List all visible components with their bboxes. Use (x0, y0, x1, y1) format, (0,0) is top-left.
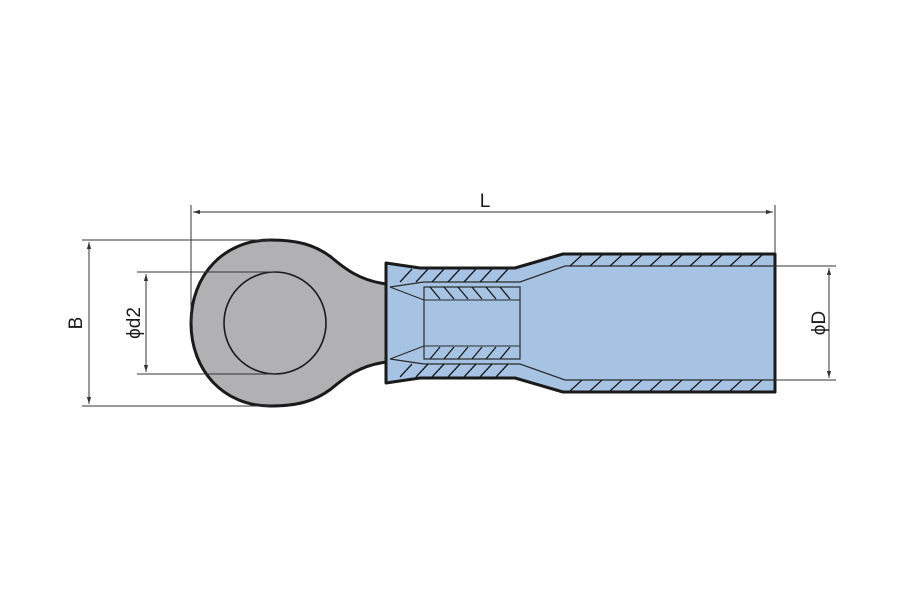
hatch-mark (429, 346, 441, 360)
hatch-mark (471, 346, 483, 360)
hatch-mark (399, 268, 413, 283)
hatch-mark (709, 379, 723, 392)
hatch-mark (415, 268, 429, 283)
sleeve-body (384, 252, 777, 394)
hatch-mark (457, 346, 469, 360)
dimension-hole-diameter: ϕd2 (124, 271, 275, 375)
hatch-mark (471, 286, 483, 300)
hatch-mark (729, 379, 743, 392)
hatch-mark (485, 346, 497, 360)
length-label: L (480, 191, 491, 212)
hatch-mark (649, 379, 663, 392)
hatch-mark (669, 379, 683, 392)
hatch-mark (589, 379, 603, 392)
hatch-mark (415, 363, 429, 378)
dimension-sleeve-diameter: ϕD (775, 265, 836, 381)
hatch-mark (649, 254, 663, 267)
hatch-mark (447, 363, 461, 378)
hatch-mark (431, 268, 445, 283)
hatch-mark (485, 286, 497, 300)
hatch-mark (569, 379, 583, 392)
stud-hole (223, 271, 327, 375)
hatch-mark (499, 346, 511, 360)
hatch-mark (709, 254, 723, 267)
hatch-mark (429, 286, 441, 300)
hatch-mark (499, 286, 511, 300)
hatch-mark (447, 268, 461, 283)
hatch-mark (689, 379, 703, 392)
hatch-mark (589, 254, 603, 267)
hatch-mark (629, 379, 643, 392)
ring-tongue (189, 238, 389, 408)
insulation-sleeve (384, 252, 777, 394)
hatch-mark (689, 254, 703, 267)
hatch-mark (443, 286, 455, 300)
hatch-mark (399, 363, 413, 378)
hatch-mark (749, 379, 763, 392)
hatch-mark (569, 254, 583, 267)
hatching (399, 254, 763, 392)
flare-lines (389, 286, 425, 360)
hatch-mark (609, 254, 623, 267)
hatch-mark (431, 363, 445, 378)
hatch-mark (457, 286, 469, 300)
hatch-mark (463, 363, 477, 378)
hatch-mark (479, 363, 493, 378)
crimp-inner-lines (424, 299, 520, 347)
barrel-outline (389, 265, 775, 381)
hatch-mark (495, 363, 509, 378)
hatch-mark (729, 254, 743, 267)
hole-diameter-label: ϕd2 (124, 307, 145, 339)
hatch-mark (463, 268, 477, 283)
dimension-length: L (190, 191, 776, 323)
width-label: B (66, 317, 87, 330)
sleeve-diameter-label: ϕD (809, 311, 830, 335)
hatch-mark (669, 254, 683, 267)
hatch-mark (443, 346, 455, 360)
hatch-mark (479, 268, 493, 283)
dimension-width: B (66, 239, 270, 407)
hatch-mark (749, 254, 763, 267)
hatch-mark (609, 379, 623, 392)
hatch-mark (495, 268, 509, 283)
hatch-mark (629, 254, 643, 267)
